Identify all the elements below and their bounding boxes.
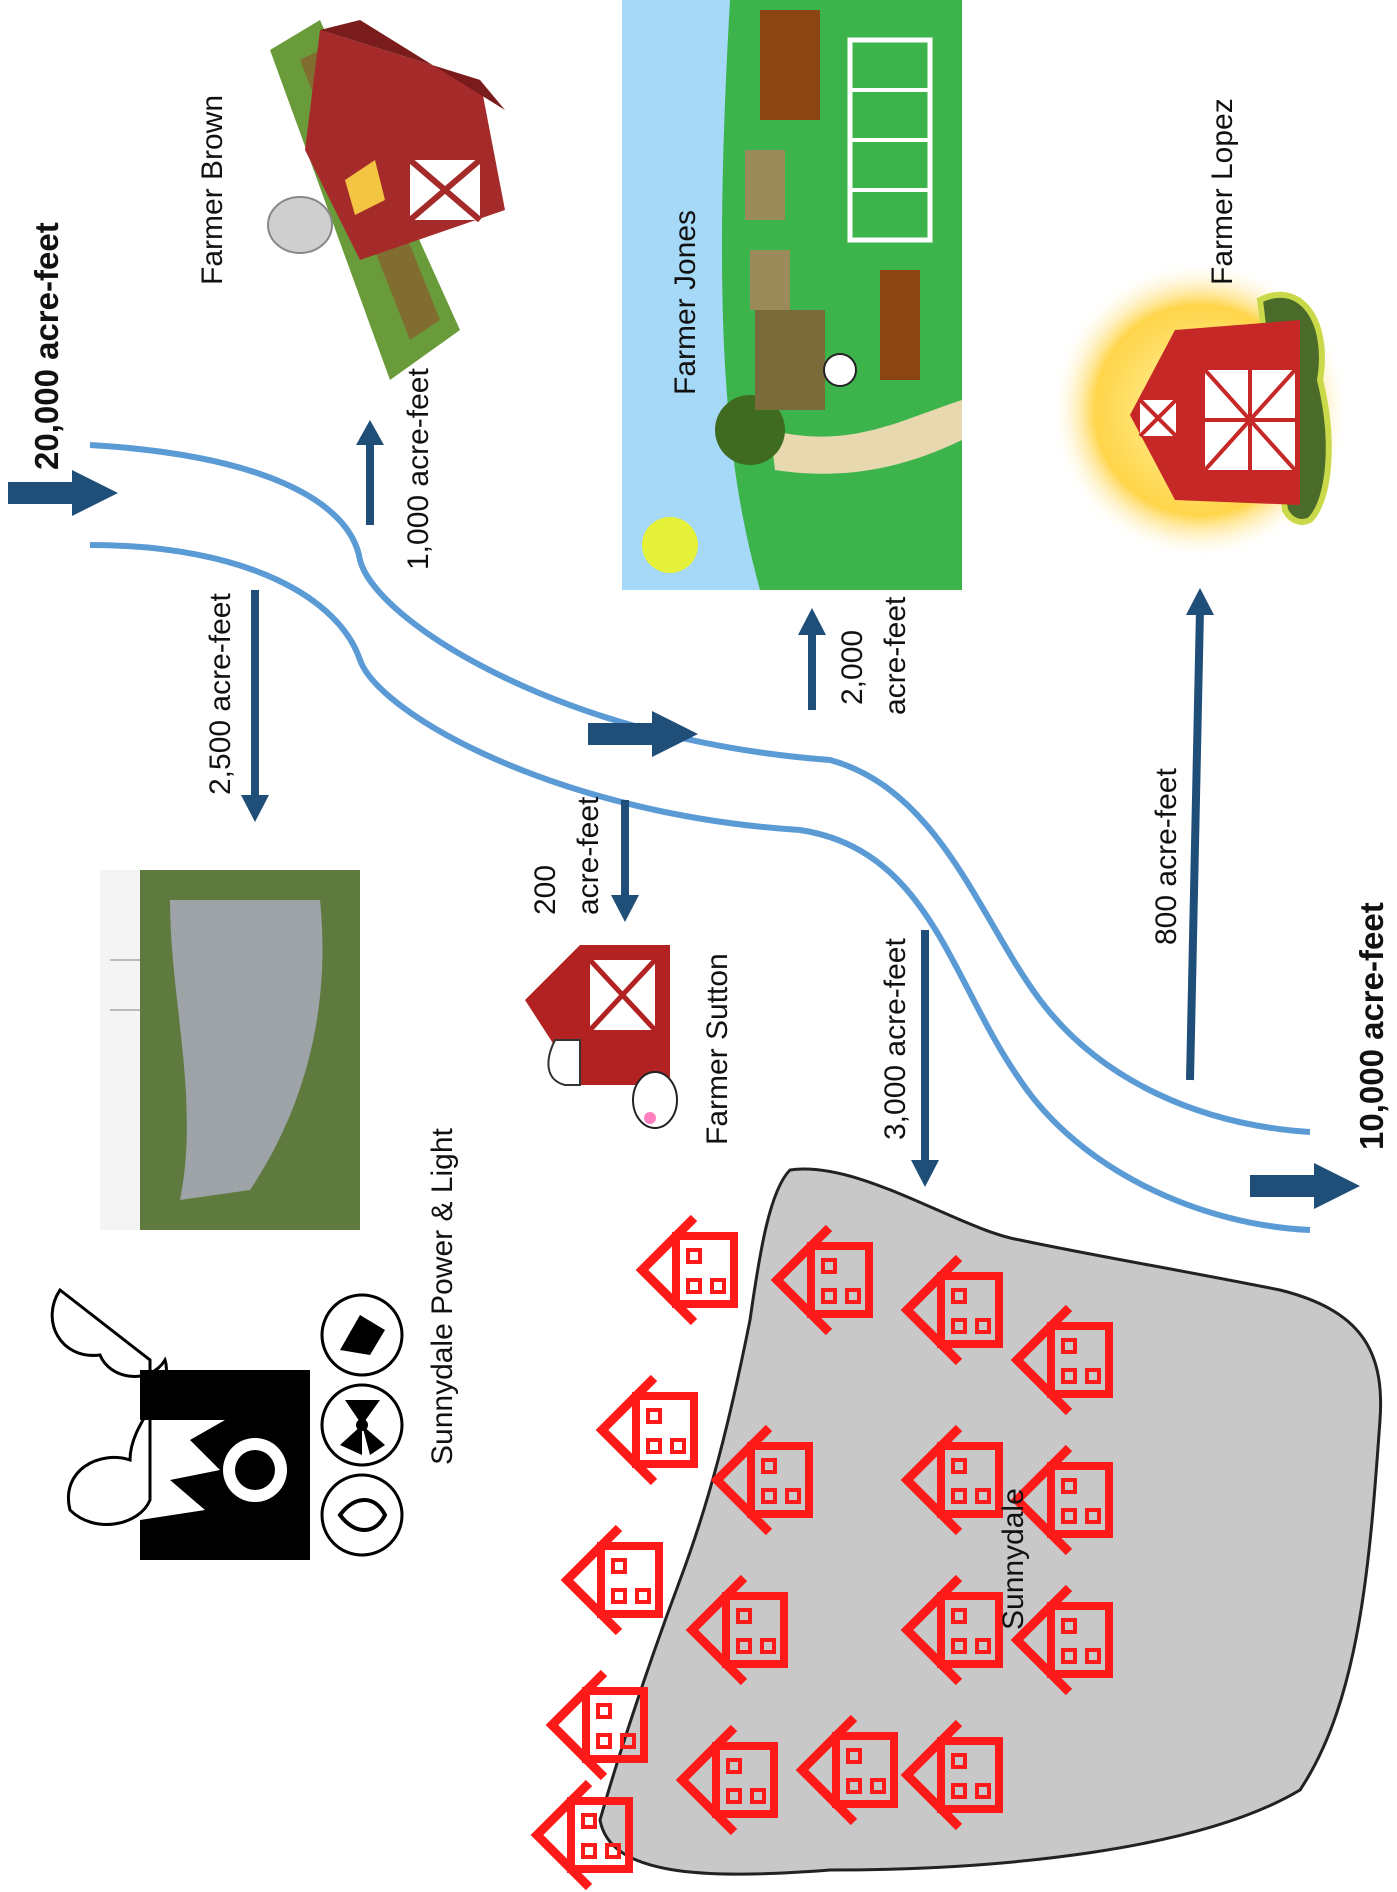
house-icon	[642, 1218, 734, 1322]
farmer-jones-name: Farmer Jones	[669, 210, 702, 395]
farmer-lopez-name: Farmer Lopez	[1206, 98, 1239, 285]
farmer-sutton-withdrawal-arrow	[611, 800, 639, 922]
mid-flow-arrow	[588, 711, 698, 757]
farmer-lopez-withdrawal: 800 acre-feet	[1150, 768, 1183, 945]
reservoir-photo	[100, 870, 360, 1230]
farmer-lopez-illustration	[1050, 260, 1350, 560]
farmer-brown-withdrawal: 1,000 acre-feet	[402, 368, 435, 570]
utility-withdrawal: 2,500 acre-feet	[204, 593, 237, 795]
farmer-brown-illustration	[267, 20, 505, 380]
house-icon	[567, 1528, 659, 1632]
farmer-jones-withdrawal-arrow	[798, 608, 826, 710]
power-plant-icon	[50, 1287, 404, 1560]
river	[89, 442, 1311, 1233]
farmer-brown-withdrawal-arrow	[356, 420, 384, 525]
farmer-jones-withdrawal-line1: 2,000	[836, 630, 869, 705]
farmer-lopez-withdrawal-arrow	[1186, 588, 1214, 1081]
house-icon	[602, 1378, 694, 1482]
town-withdrawal: 3,000 acre-feet	[879, 938, 912, 1140]
farmer-sutton-name: Farmer Sutton	[701, 953, 734, 1145]
inflow-label: 20,000 acre-feet	[28, 222, 65, 470]
utility-name: Sunnydale Power & Light	[426, 1127, 459, 1465]
utility-withdrawal-arrow	[241, 590, 269, 822]
town-withdrawal-arrow	[911, 930, 939, 1187]
inflow-arrow	[8, 470, 118, 516]
outflow-label: 10,000 acre-feet	[1353, 902, 1390, 1150]
farmer-jones-illustration	[622, 0, 962, 590]
farmer-jones-withdrawal-line2: acre-feet	[879, 596, 912, 715]
sunnydale-town	[598, 1167, 1383, 1876]
town-name: Sunnydale	[997, 1488, 1030, 1630]
farmer-sutton-withdrawal-line1: 200	[529, 865, 562, 915]
farmer-sutton-illustration	[525, 945, 678, 1129]
farmer-brown-name: Farmer Brown	[196, 95, 229, 285]
outflow-arrow	[1250, 1163, 1360, 1209]
farmer-sutton-withdrawal-line2: acre-feet	[572, 796, 605, 915]
